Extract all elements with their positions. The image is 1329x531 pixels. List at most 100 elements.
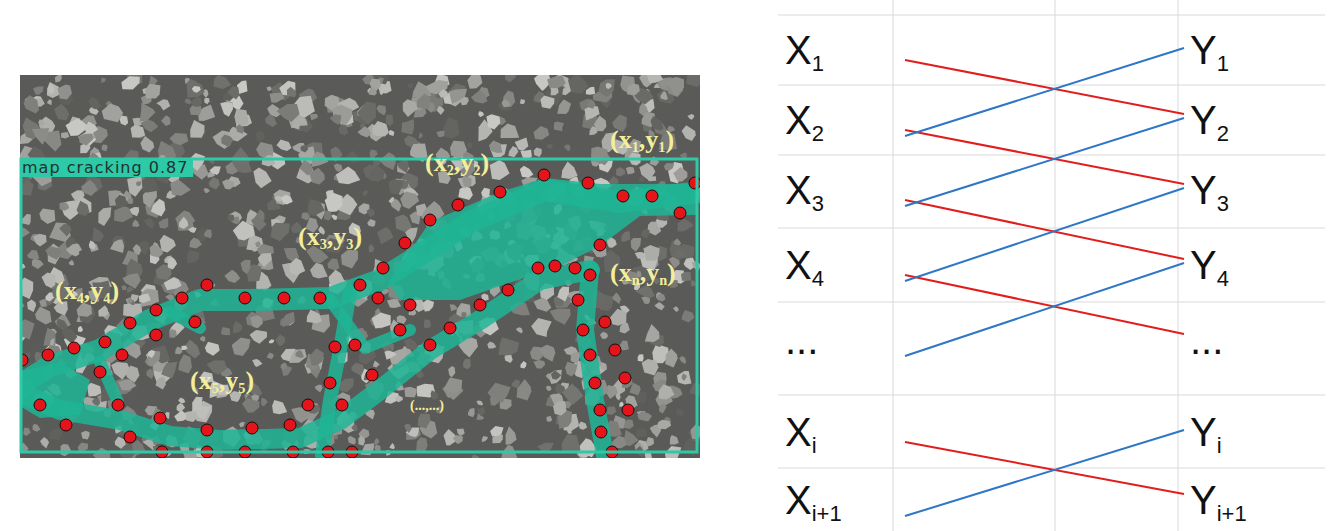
stone [87,383,101,397]
stone [679,356,686,364]
road-photo [20,75,700,458]
stone [328,259,340,271]
stone [407,83,413,89]
x-cell: X4 [783,242,826,288]
stone [78,326,83,332]
cell-text: Y4 [1190,243,1229,287]
stone [127,198,133,204]
stone [133,244,142,255]
outline-point [584,349,596,361]
stone [624,430,638,446]
stone [395,215,412,232]
point-label: (x4,y4) [55,276,119,306]
stone [504,355,512,363]
stone [520,361,526,368]
stone [682,373,687,381]
stone [158,218,168,228]
subscript: 2 [812,121,824,146]
stone [276,334,286,346]
stone [281,312,295,326]
stone [642,359,659,376]
stone [676,408,685,417]
stone [204,229,212,238]
stone [250,315,263,328]
stone [658,420,672,430]
stone [38,119,44,126]
point-label: (x1,y1) [610,125,674,155]
stone [255,241,261,247]
outline-point [569,262,581,274]
outline-point [424,339,436,351]
outline-point [538,169,550,181]
stone [204,98,209,105]
outline-point [617,190,629,202]
stone [187,250,199,264]
stone [404,387,416,398]
stone [486,114,500,129]
stone [403,99,418,117]
stone [47,99,52,105]
subscript: 1 [632,139,639,155]
outline-point [582,177,594,189]
stone [213,75,231,89]
stone [489,140,502,153]
cross-product-line [905,442,1184,494]
stone [341,250,358,269]
stone [60,202,70,211]
stone [161,362,177,379]
stone [127,297,132,303]
stone [443,117,460,138]
stone [565,362,578,377]
stone [387,299,401,308]
stone [32,128,49,145]
stone [436,131,444,137]
cross-product-line [905,263,1184,356]
stone [265,114,277,127]
outline-point [595,426,607,438]
stone [139,294,151,304]
stone [437,106,445,115]
stone [654,302,664,310]
outline-point [532,262,544,274]
stone [367,208,376,217]
stone [508,146,518,157]
cell-text: Y3 [1190,168,1229,212]
stone [77,201,90,216]
cell-text: Yi+1 [1190,478,1247,522]
stone [438,89,448,98]
stone [132,220,139,228]
stone [131,125,146,138]
stone [281,363,287,370]
stone [367,219,375,227]
stone [224,270,240,283]
subscript: 1 [812,51,824,76]
stone [175,347,183,355]
stone [140,102,156,121]
stone [267,352,275,359]
cross-product-line [905,200,1184,259]
outline-point [502,284,514,296]
stone [258,253,272,267]
stone [686,75,700,87]
subscript: 3 [320,236,327,252]
outline-point [60,419,72,431]
stone [270,93,285,103]
outline-point [284,419,296,431]
stone [190,120,204,138]
stone [677,371,691,385]
stone [252,247,257,252]
outline-point [584,269,596,281]
stone [232,337,251,356]
x-cell: Xi [783,409,819,455]
stone [635,252,645,259]
stone [490,396,500,406]
stone [42,273,56,289]
stone [462,175,471,187]
stone [205,342,220,356]
stone [659,384,675,399]
y-cell: Y3 [1188,167,1231,213]
outline-point [354,279,366,291]
stone [150,244,164,257]
stone [310,263,328,279]
stone [586,87,595,95]
